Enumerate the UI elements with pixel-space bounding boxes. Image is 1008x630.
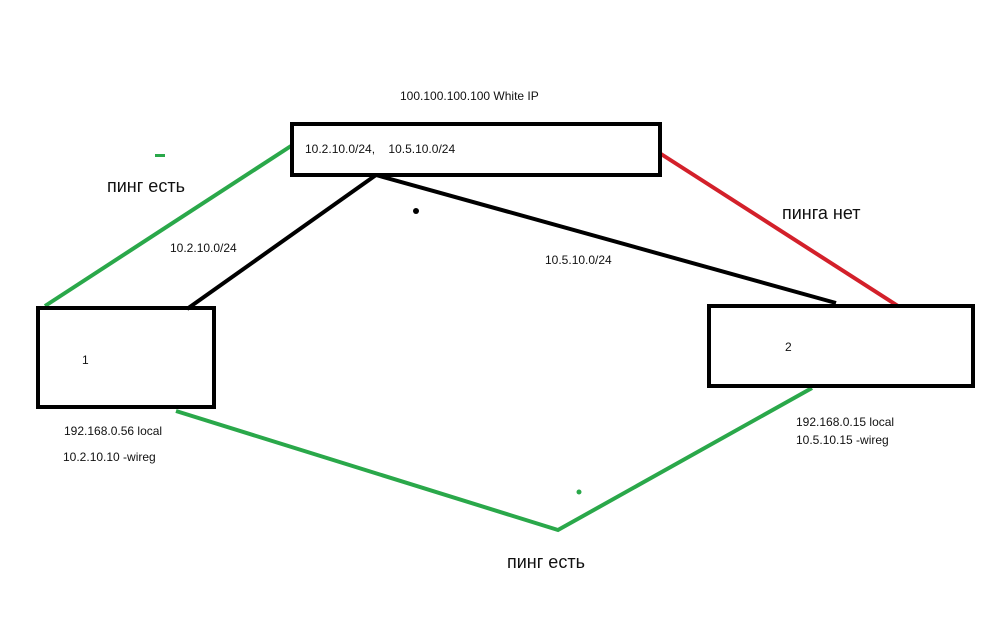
tunnel1-subnet-label: 10.2.10.0/24 [170,241,237,255]
ping-ok-bottom-label: пинг есть [507,552,585,572]
tunnel-node1 [185,173,378,311]
node2-wireguard-ip: 10.5.10.15 -wireg [796,433,889,447]
ping-ok-top-label: пинг есть [107,176,185,196]
tunnel-node2 [375,173,837,305]
stray-dot [413,208,419,214]
node1-box [36,306,216,409]
node1-label: 1 [82,353,89,367]
ping-fail-label: пинга нет [782,203,861,223]
stray-dot [576,489,582,495]
link-server-node2-ping-fail [659,152,900,308]
node2-local-ip: 192.168.0.15 local [796,415,895,429]
node1-wireguard-ip: 10.2.10.10 -wireg [63,450,156,464]
link-node1-node2-ping-ok [175,386,813,533]
node2-box [707,304,975,388]
stray-mark [155,154,165,157]
node1-local-ip: 192.168.0.56 local [64,424,163,438]
server-box [290,122,662,177]
server-public-ip: 100.100.100.100 White IP [400,89,539,103]
server-subnets: 10.2.10.0/24, 10.5.10.0/24 [305,142,456,156]
node2-label: 2 [785,340,792,354]
tunnel2-subnet-label: 10.5.10.0/24 [545,253,612,267]
link-node1-server-ping-ok [43,144,293,308]
